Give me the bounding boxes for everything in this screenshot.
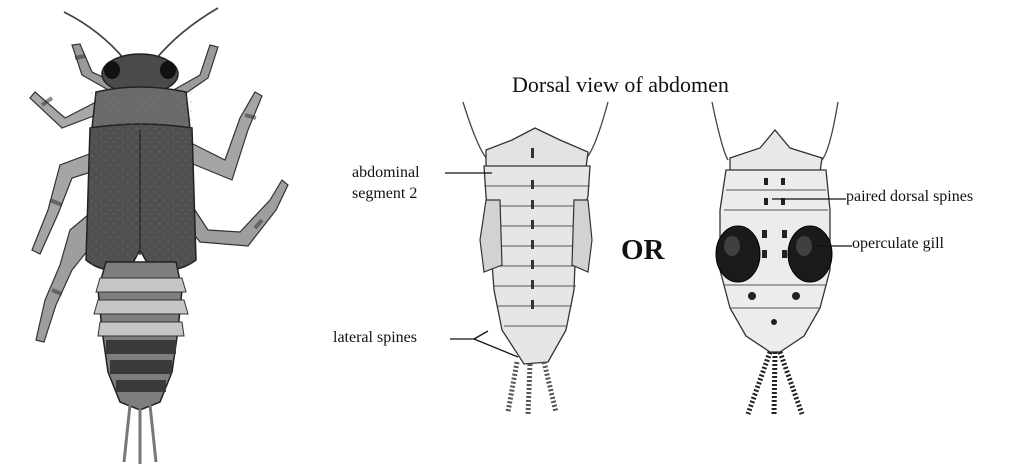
nymph-full-body <box>30 8 288 464</box>
abdomen-operculate-gill-view <box>712 102 838 416</box>
figure-title: Dorsal view of abdomen <box>512 72 729 98</box>
abdominal-segment-label-line2: segment 2 <box>352 185 417 203</box>
lateral-spines-label: lateral spines <box>333 329 417 347</box>
abdomen-lateral-spines-view <box>463 102 608 414</box>
paired-dorsal-spines-label: paired dorsal spines <box>846 188 973 206</box>
operculate-gill-label: operculate gill <box>852 235 944 253</box>
abdominal-segment-label-line1: abdominal <box>352 164 420 182</box>
or-label: OR <box>621 234 665 267</box>
